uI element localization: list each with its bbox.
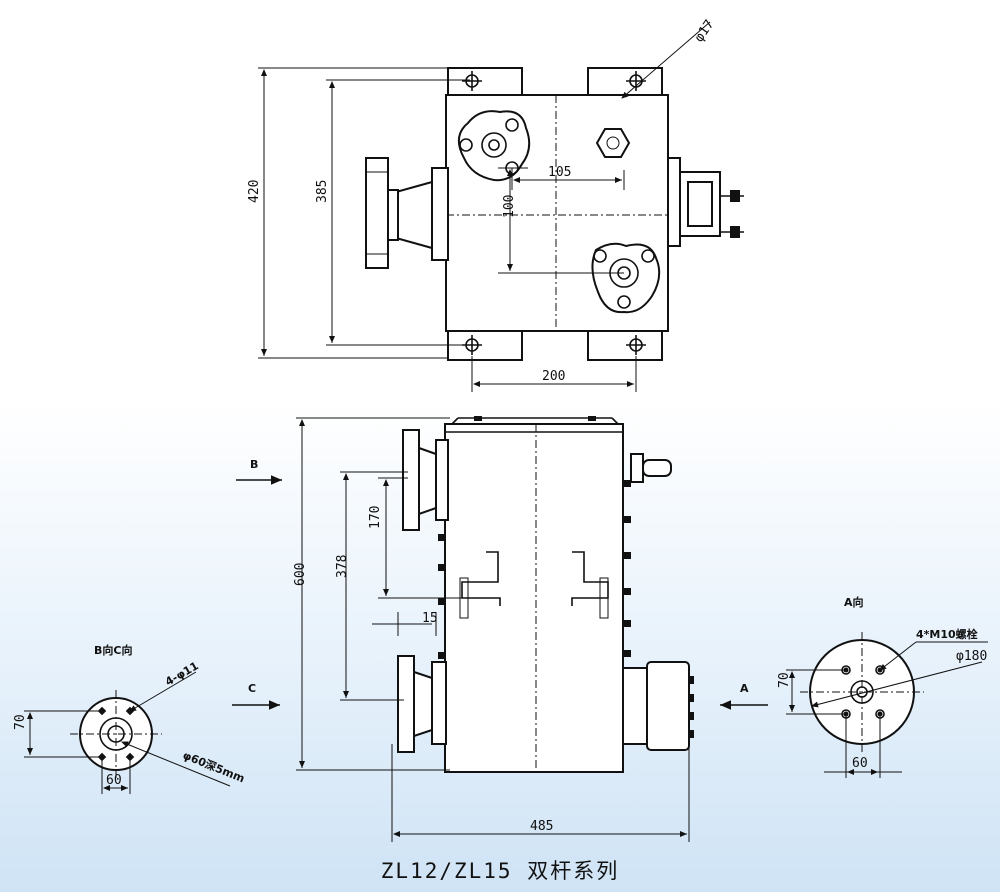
top-view xyxy=(258,21,744,392)
foot-top-left xyxy=(447,67,523,97)
dim-385: 385 xyxy=(315,180,330,203)
dim-200: 200 xyxy=(542,369,565,384)
front-view xyxy=(232,416,768,842)
arrow-label-b: B xyxy=(250,458,258,471)
dim-105: 105 xyxy=(548,165,571,180)
arrow-label-a: A xyxy=(740,682,749,695)
callout-phi180: φ180 xyxy=(956,649,987,664)
dim-485: 485 xyxy=(530,819,553,834)
dim-170: 170 xyxy=(368,506,383,529)
dim-100: 100 xyxy=(502,195,517,218)
dim-600: 600 xyxy=(293,563,308,586)
view-label-bc: B向C向 xyxy=(94,643,132,657)
view-label-a: A向 xyxy=(844,595,864,609)
input-flange-top xyxy=(365,157,389,269)
dim-left-60: 60 xyxy=(106,773,122,788)
upper-flange xyxy=(402,429,420,531)
foot-top-right xyxy=(587,67,663,97)
callout-bolts: 4*M10螺栓 xyxy=(916,627,978,641)
tri-flange-upper xyxy=(457,110,531,182)
dim-right-60: 60 xyxy=(852,756,868,771)
foot-bottom-right xyxy=(587,329,663,361)
dim-420: 420 xyxy=(247,180,262,203)
dim-15: 15 xyxy=(422,611,438,626)
dim-left-70: 70 xyxy=(13,714,28,730)
dim-phi17: φ17 xyxy=(692,17,718,45)
a-view-detail xyxy=(786,632,988,778)
dim-right-70: 70 xyxy=(777,672,792,688)
motor-block xyxy=(646,661,690,751)
shaft-cone xyxy=(395,180,433,250)
hex-plug xyxy=(595,128,631,158)
arrow-label-c: C xyxy=(248,682,256,695)
bc-view-detail xyxy=(24,671,231,794)
drawing-caption: ZL12/ZL15 双杆系列 xyxy=(380,859,620,883)
shaft-collar-left xyxy=(431,167,449,261)
callout-4x11: 4-φ11 xyxy=(163,659,201,688)
dim-378: 378 xyxy=(335,555,350,578)
lower-flange xyxy=(397,655,415,753)
